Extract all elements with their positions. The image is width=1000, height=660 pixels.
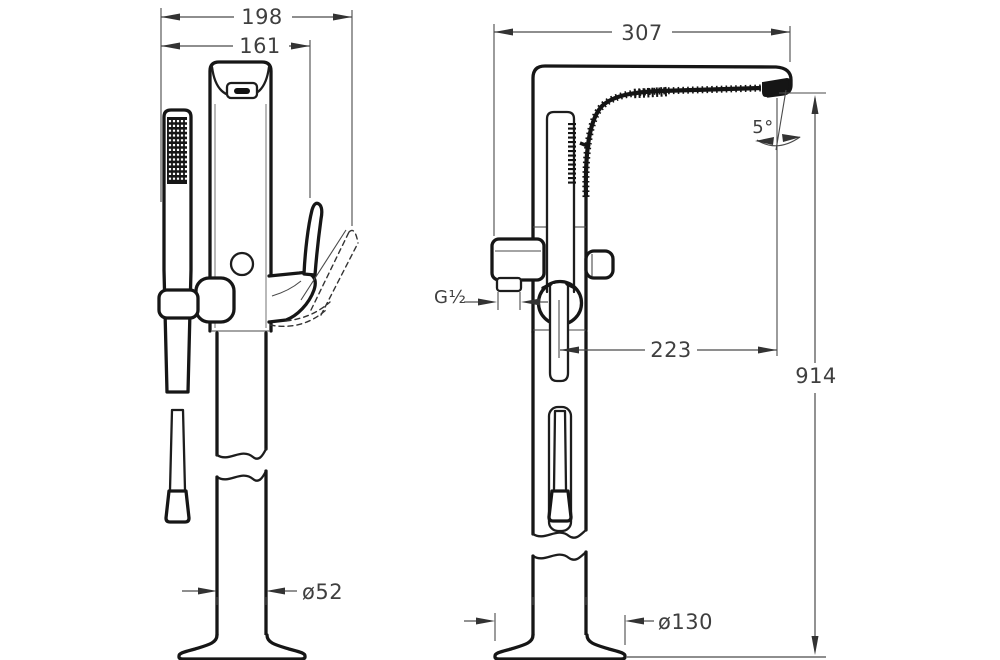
dim-label-5deg: 5° bbox=[752, 117, 773, 138]
dimension-column-diameter: ø52 bbox=[182, 580, 343, 605]
side-view: 307 bbox=[434, 21, 837, 660]
dimension-base-diameter: ø130 bbox=[464, 610, 713, 645]
shower-hose-front bbox=[168, 408, 187, 492]
base-front bbox=[177, 633, 307, 660]
break-line bbox=[531, 550, 588, 561]
spout-arm-side bbox=[531, 64, 793, 334]
front-view: 198 161 bbox=[157, 5, 359, 660]
dimension-overall-width: 198 bbox=[161, 5, 352, 29]
lever-alt-position-dashed bbox=[269, 229, 359, 328]
holder-clips bbox=[541, 282, 577, 290]
holder-collar bbox=[157, 288, 200, 320]
break-line bbox=[215, 469, 268, 482]
aerator-slot bbox=[234, 88, 250, 94]
spray-dots bbox=[168, 120, 188, 182]
dim-label-g12: G½ bbox=[434, 287, 466, 308]
lever-handle-front bbox=[267, 201, 359, 328]
holder-blob bbox=[194, 276, 236, 324]
docked-handshower-head bbox=[762, 77, 792, 98]
base-side bbox=[493, 633, 627, 660]
dimension-connection: G½ bbox=[434, 287, 548, 310]
dimension-overall-height: 914 bbox=[627, 92, 837, 658]
hose-fitting-front bbox=[164, 489, 191, 524]
dim-label-223: 223 bbox=[650, 338, 692, 362]
diverter-knob-side bbox=[584, 249, 615, 280]
dimension-spout-reach: 307 bbox=[493, 21, 791, 236]
break-line bbox=[531, 528, 588, 539]
tub-spout-outline bbox=[490, 237, 546, 282]
dim-label-d52: ø52 bbox=[302, 580, 343, 604]
hose-sheath bbox=[633, 86, 669, 99]
dimension-spout-angle: 5° bbox=[752, 89, 801, 356]
tub-spout-aerator bbox=[495, 276, 523, 293]
tub-spout-side bbox=[490, 237, 546, 293]
shower-holder-front bbox=[157, 276, 236, 324]
lever-base bbox=[267, 271, 317, 324]
knob-outline bbox=[584, 249, 615, 280]
hose-in-slot bbox=[552, 409, 568, 491]
column-front bbox=[177, 331, 307, 660]
hand-shower-side bbox=[545, 110, 576, 294]
shower-hose-side bbox=[579, 84, 762, 198]
dim-label-d130: ø130 bbox=[658, 610, 713, 634]
dim-label-914: 914 bbox=[795, 364, 837, 388]
dimension-body-width: 161 bbox=[161, 34, 310, 58]
hose-fitting-side bbox=[547, 489, 573, 523]
lever-blade bbox=[302, 201, 324, 277]
dim-label-198: 198 bbox=[241, 5, 283, 29]
dim-label-307: 307 bbox=[621, 21, 663, 45]
column-side bbox=[493, 330, 627, 660]
mixer-body-front bbox=[208, 60, 273, 333]
dimension-spout-offset: 223 bbox=[560, 338, 777, 362]
body-button bbox=[229, 251, 255, 277]
body-outline bbox=[208, 60, 273, 333]
dim-label-161: 161 bbox=[239, 34, 281, 58]
hand-shower-front bbox=[162, 108, 193, 524]
break-line bbox=[215, 447, 268, 460]
